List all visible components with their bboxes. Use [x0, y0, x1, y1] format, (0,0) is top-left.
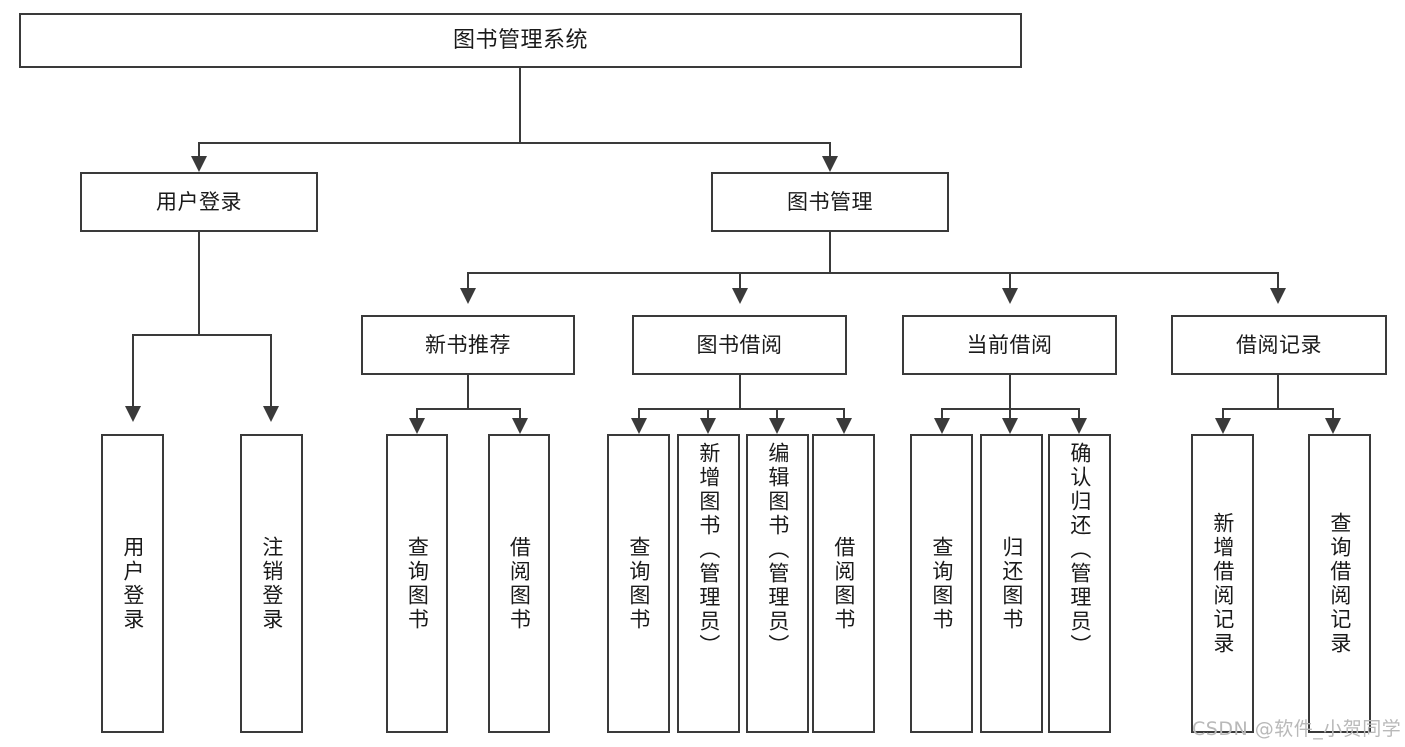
connector-user-login-drop-1: [132, 334, 134, 408]
connector-br-bus: [1222, 408, 1334, 410]
connector-root-to-user-login: [198, 142, 200, 158]
arrowhead-leaf-return-book: [1002, 418, 1018, 434]
connector-user-login-drop-2: [270, 334, 272, 408]
connector-bm-drop-1: [467, 272, 469, 290]
arrowhead-leaf-query-book-1: [409, 418, 425, 434]
connector-br-trunk: [1277, 375, 1279, 408]
arrowhead-leaf-query-book-2: [631, 418, 647, 434]
connector-bm-drop-4: [1277, 272, 1279, 290]
node-book-borrow[interactable]: 图书借阅: [632, 315, 847, 375]
node-label: 图书借阅: [696, 332, 783, 357]
node-label: 图书管理系统: [452, 27, 588, 53]
connector-book-management-bus: [467, 272, 1279, 274]
connector-bm-drop-3: [1009, 272, 1011, 290]
csdn-watermark: CSDN @软件_小贺同学: [1192, 718, 1402, 740]
arrowhead-leaf-query-book-3: [934, 418, 950, 434]
connector-book-management-trunk: [829, 232, 831, 272]
node-label: 编辑图书（管理员）: [765, 442, 790, 658]
arrowhead-leaf-add-record: [1215, 418, 1231, 434]
connector-bb-bus: [638, 408, 844, 410]
connector-cb-trunk: [1009, 375, 1011, 408]
connector-user-login-trunk: [198, 232, 200, 334]
node-book-management[interactable]: 图书管理: [711, 172, 949, 232]
node-label: 确认归还（管理员）: [1067, 442, 1092, 658]
arrowhead-leaf-borrow-book-1: [512, 418, 528, 434]
arrowhead-leaf-edit-book: [769, 418, 785, 434]
connector-nbr-bus: [416, 408, 520, 410]
connector-root-bus: [198, 142, 831, 144]
node-user-login[interactable]: 用户登录: [80, 172, 318, 232]
node-leaf-query-book-3[interactable]: 查询图书: [910, 434, 973, 733]
node-book-management-system[interactable]: 图书管理系统: [19, 13, 1022, 68]
node-label: 查询图书: [405, 535, 430, 632]
node-borrow-record[interactable]: 借阅记录: [1171, 315, 1387, 375]
node-label: 借阅图书: [507, 535, 532, 632]
node-leaf-add-record[interactable]: 新增借阅记录: [1191, 434, 1254, 733]
connector-br-drop-2: [1332, 408, 1334, 420]
node-label: 查询借阅记录: [1327, 511, 1352, 656]
node-label: 归还图书: [999, 535, 1024, 632]
arrowhead-leaf-logout-login: [263, 406, 279, 422]
node-leaf-user-login[interactable]: 用户登录: [101, 434, 164, 733]
node-leaf-borrow-book-2[interactable]: 借阅图书: [812, 434, 875, 733]
connector-bb-drop-4: [843, 408, 845, 420]
arrowhead-leaf-add-book: [700, 418, 716, 434]
connector-user-login-bus: [132, 334, 272, 336]
node-label: 借阅图书: [831, 535, 856, 632]
arrowhead-to-book-borrow: [732, 288, 748, 304]
node-new-book-recommend[interactable]: 新书推荐: [361, 315, 575, 375]
arrowhead-leaf-confirm-return: [1071, 418, 1087, 434]
node-label: 新书推荐: [425, 332, 511, 357]
node-label: 新增借阅记录: [1210, 511, 1235, 656]
node-leaf-return-book[interactable]: 归还图书: [980, 434, 1043, 733]
arrowhead-leaf-borrow-book-2: [836, 418, 852, 434]
node-current-borrow[interactable]: 当前借阅: [902, 315, 1117, 375]
connector-root-trunk: [519, 68, 521, 142]
node-label: 图书管理: [787, 189, 873, 214]
node-leaf-edit-book[interactable]: 编辑图书（管理员）: [746, 434, 809, 733]
arrowhead-to-borrow-record: [1270, 288, 1286, 304]
connector-cb-drop-2: [1009, 408, 1011, 420]
connector-cb-drop-1: [941, 408, 943, 420]
connector-bb-drop-3: [776, 408, 778, 420]
node-label: 注销登录: [259, 535, 284, 632]
node-leaf-add-book[interactable]: 新增图书（管理员）: [677, 434, 740, 733]
connector-nbr-trunk: [467, 375, 469, 408]
arrowhead-to-new-book-recommend: [460, 288, 476, 304]
node-label: 新增图书（管理员）: [696, 442, 721, 658]
connector-bb-drop-2: [707, 408, 709, 420]
node-label: 用户登录: [120, 535, 145, 632]
node-leaf-borrow-book-1[interactable]: 借阅图书: [488, 434, 550, 733]
node-leaf-query-book-2[interactable]: 查询图书: [607, 434, 670, 733]
node-leaf-confirm-return[interactable]: 确认归还（管理员）: [1048, 434, 1111, 733]
node-label: 查询图书: [929, 535, 954, 632]
node-leaf-logout-login[interactable]: 注销登录: [240, 434, 303, 733]
node-label: 查询图书: [626, 535, 651, 632]
arrowhead-leaf-user-login: [125, 406, 141, 422]
connector-cb-drop-3: [1078, 408, 1080, 420]
node-leaf-query-book-1[interactable]: 查询图书: [386, 434, 448, 733]
connector-br-drop-1: [1222, 408, 1224, 420]
connector-bb-trunk: [739, 375, 741, 408]
connector-bm-drop-2: [739, 272, 741, 290]
connector-bb-drop-1: [638, 408, 640, 420]
node-label: 借阅记录: [1236, 332, 1322, 357]
arrowhead-leaf-query-record: [1325, 418, 1341, 434]
arrowhead-to-book-management: [822, 156, 838, 172]
node-leaf-query-record[interactable]: 查询借阅记录: [1308, 434, 1371, 733]
connector-root-to-book-management: [829, 142, 831, 158]
arrowhead-to-user-login: [191, 156, 207, 172]
node-label: 当前借阅: [966, 332, 1053, 357]
arrowhead-to-current-borrow: [1002, 288, 1018, 304]
node-label: 用户登录: [156, 189, 242, 214]
connector-nbr-drop-1: [416, 408, 418, 420]
connector-nbr-drop-2: [519, 408, 521, 420]
